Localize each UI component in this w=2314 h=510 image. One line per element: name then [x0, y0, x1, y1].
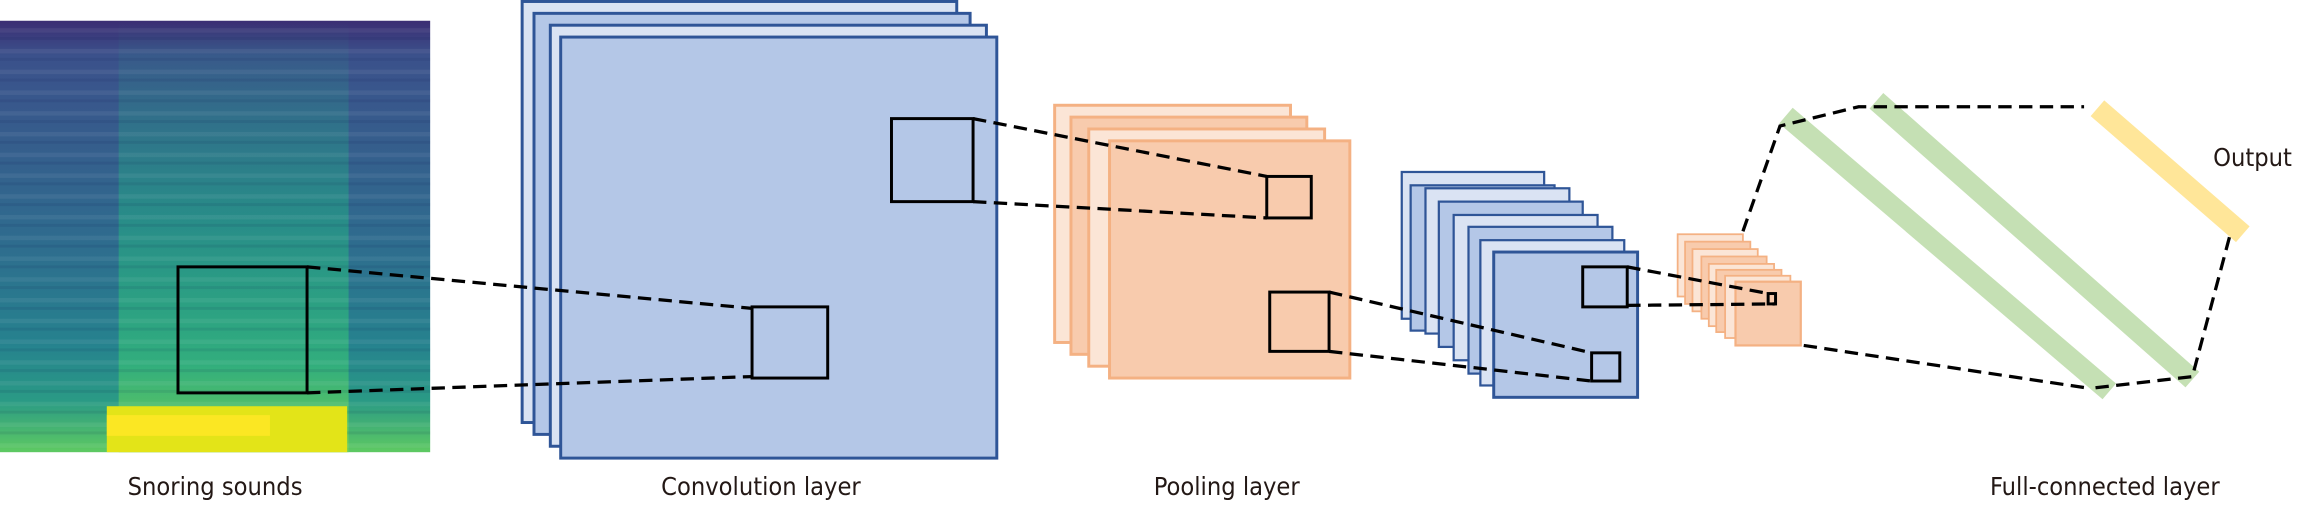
pooling-feature-maps — [1053, 103, 1352, 380]
pool2-feature-maps — [1676, 233, 1802, 347]
conv2-pooling-window — [1581, 265, 1629, 309]
pooling-label: Pooling layer — [1154, 472, 1301, 501]
conv2-map — [1492, 250, 1640, 399]
convolution-feature-maps — [520, 0, 999, 460]
fc-layer-1 — [1779, 107, 2117, 400]
output-layer — [2090, 100, 2250, 243]
fully-connected-label: Full-connected layer — [1990, 472, 2220, 501]
spectrogram-image — [0, 20, 431, 453]
pool-output-cell — [1265, 174, 1313, 220]
output-label: Output — [2213, 143, 2292, 172]
fc-layer-2 — [1869, 93, 2200, 388]
convolution-label: Convolution layer — [661, 472, 861, 501]
pool-map — [1108, 139, 1352, 380]
input-receptive-field — [176, 265, 309, 395]
conv-map — [559, 35, 999, 460]
pool2-output-cell — [1766, 292, 1778, 306]
pool-conv-window — [1268, 290, 1331, 353]
input-label: Snoring sounds — [128, 472, 303, 501]
pool2-map — [1734, 280, 1802, 347]
connector-lines — [306, 105, 2232, 395]
conv-output-cell — [750, 305, 830, 380]
conv-pooling-window — [890, 117, 975, 204]
conv2-output-cell — [1590, 351, 1622, 383]
conv2-feature-maps — [1400, 170, 1640, 399]
